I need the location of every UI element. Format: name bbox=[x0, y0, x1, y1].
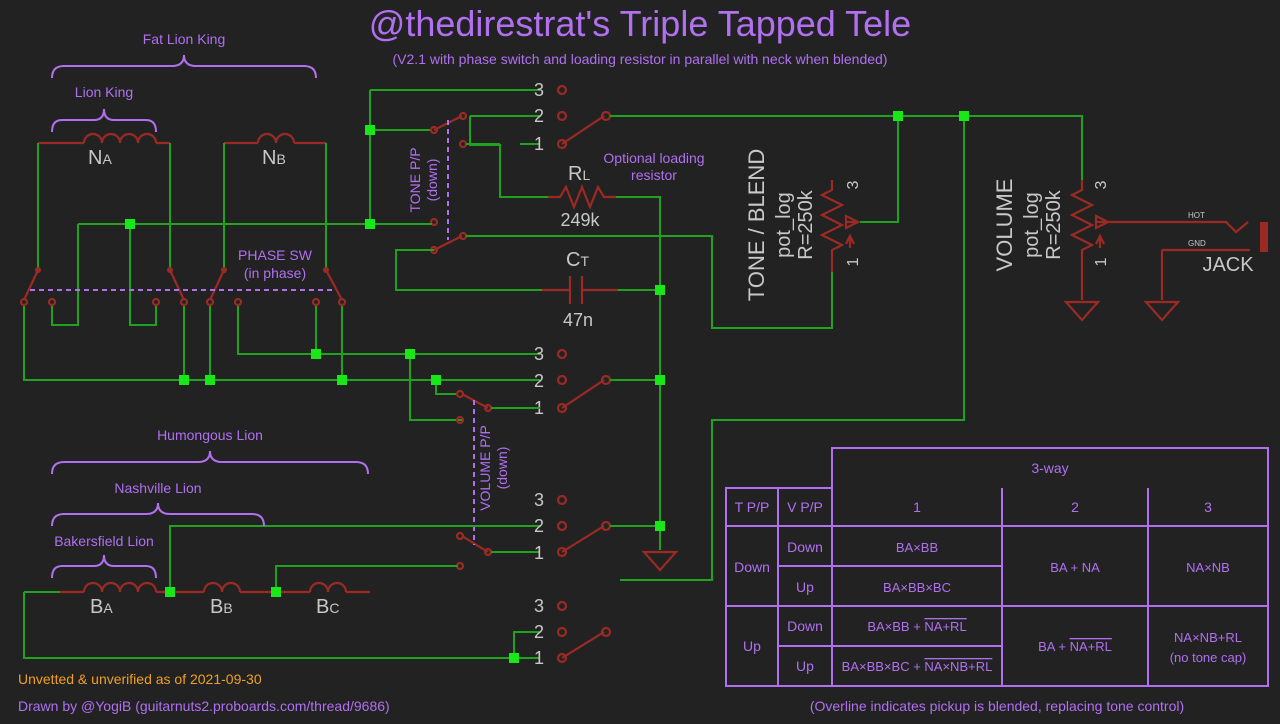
brace-nashville-lion bbox=[51, 502, 265, 527]
three-way-switch-low[interactable] bbox=[169, 494, 660, 592]
label-humongous-lion: Humongous Lion bbox=[157, 427, 263, 443]
three-way-switch-top[interactable] bbox=[369, 84, 964, 224]
table-cell-ud1: BA×BB + NA+RL bbox=[867, 619, 966, 634]
table-header-pos2: 2 bbox=[1071, 499, 1079, 515]
table-cell-dd1: BA×BB bbox=[896, 540, 938, 555]
volume-pot-value: R=250k bbox=[1043, 189, 1065, 259]
table-cell-u3-line2: (no tone cap) bbox=[1170, 650, 1247, 665]
coil-bb-label: BB bbox=[210, 596, 233, 618]
table-vpp-up-1: Up bbox=[796, 579, 814, 595]
table-tpp-up: Up bbox=[743, 638, 761, 654]
brace-bakersfield-lion bbox=[51, 554, 157, 579]
label-nashville-lion: Nashville Lion bbox=[114, 480, 201, 496]
brace-lion-king bbox=[51, 108, 157, 133]
label-bakersfield-lion: Bakersfield Lion bbox=[54, 533, 154, 549]
volume-pot-type: pot_log bbox=[1021, 192, 1043, 258]
three-way-switch-mid[interactable] bbox=[409, 348, 660, 421]
overline-note: (Overline indicates pickup is blended, r… bbox=[810, 698, 1184, 714]
table-cell-d3: NA×NB bbox=[1186, 560, 1230, 575]
volume-pot-label: VOLUME bbox=[992, 179, 1017, 272]
sw-top-pos2: 2 bbox=[534, 106, 544, 126]
table-vpp-down-1: Down bbox=[787, 539, 823, 555]
table-cell-d2: BA + NA bbox=[1050, 560, 1100, 575]
credit-note: Drawn by @YogiB (guitarnuts2.proboards.c… bbox=[18, 698, 390, 714]
table-cell-u2: BA + NA+RL bbox=[1038, 639, 1112, 654]
table-vpp-down-2: Down bbox=[787, 618, 823, 634]
table-vpp-up-2: Up bbox=[796, 658, 814, 674]
coil-ba-label: BA bbox=[90, 596, 113, 618]
table-header-vpp: V P/P bbox=[787, 499, 823, 515]
table-header-pos3: 3 bbox=[1204, 499, 1212, 515]
junctions bbox=[125, 111, 969, 663]
truth-table bbox=[725, 447, 1269, 687]
phase-switch-label: PHASE SW bbox=[238, 247, 313, 263]
table-cell-uu1: BA×BB×BC + NA×NB+RL bbox=[842, 659, 993, 674]
coil-nb-label: NB bbox=[262, 147, 286, 169]
sw-top-pos3: 3 bbox=[534, 80, 544, 100]
label-fat-lion-king: Fat Lion King bbox=[143, 31, 226, 47]
status-note: Unvetted & unverified as of 2021-09-30 bbox=[18, 671, 262, 687]
page-subtitle: (V2.1 with phase switch and loading resi… bbox=[393, 51, 888, 67]
rl-value: 249k bbox=[560, 210, 600, 230]
sw-low-pos1: 1 bbox=[534, 543, 544, 563]
brace-fat-lion-king bbox=[51, 54, 317, 79]
jack-label: JACK bbox=[1202, 254, 1254, 276]
coil-bb bbox=[170, 581, 276, 594]
page-title: @thedirestrat's Triple Tapped Tele bbox=[369, 3, 911, 44]
phase-switch-sublabel: (in phase) bbox=[244, 265, 306, 281]
tone-capacitor bbox=[542, 276, 660, 304]
coil-bc-label: BC bbox=[316, 596, 339, 618]
table-cell-du1: BA×BB×BC bbox=[883, 580, 951, 595]
sw-mid-pos2: 2 bbox=[534, 371, 544, 391]
tone-pot-type: pot_log bbox=[773, 192, 795, 258]
sw-bot-pos2: 2 bbox=[534, 622, 544, 642]
volume-feed-wire bbox=[620, 116, 965, 581]
volume-pot[interactable] bbox=[964, 115, 1120, 322]
loading-resistor bbox=[548, 184, 661, 290]
tone-pot-value: R=250k bbox=[795, 189, 817, 259]
table-header-pos1: 1 bbox=[913, 499, 921, 515]
sw-low-pos3: 3 bbox=[534, 490, 544, 510]
volume-pot-pin1: 1 bbox=[1093, 257, 1110, 266]
sw-top-pos1: 1 bbox=[534, 134, 544, 154]
table-header-3way: 3-way bbox=[1031, 460, 1068, 476]
volume-pp-label: VOLUME P/P bbox=[477, 425, 493, 511]
coil-na-label: NA bbox=[88, 147, 112, 169]
ct-value: 47n bbox=[563, 310, 593, 330]
three-way-switch-bottom[interactable] bbox=[23, 565, 612, 664]
table-tpp-down: Down bbox=[734, 559, 770, 575]
sw-bot-pos1: 1 bbox=[534, 648, 544, 668]
coil-na bbox=[38, 132, 170, 145]
table-cell-u3-line1: NA×NB+RL bbox=[1174, 630, 1242, 645]
volume-pp-sublabel: (down) bbox=[494, 447, 510, 490]
brace-humongous-lion bbox=[51, 450, 369, 475]
tone-pot-pin1: 1 bbox=[845, 257, 862, 266]
table-header-tpp: T P/P bbox=[735, 499, 770, 515]
volume-pot-pin3: 3 bbox=[1093, 180, 1110, 189]
coil-bc bbox=[276, 581, 370, 594]
tone-pp-switch[interactable] bbox=[370, 111, 833, 329]
output-jack[interactable] bbox=[1120, 220, 1268, 322]
tone-pot-pin3: 3 bbox=[845, 180, 862, 189]
ct-name: CT bbox=[566, 249, 589, 271]
coil-ba bbox=[24, 581, 170, 594]
coil-nb bbox=[224, 132, 326, 145]
tone-blend-pot[interactable] bbox=[819, 116, 899, 272]
rl-note-line1: Optional loading bbox=[603, 150, 704, 166]
rl-note-line2: resistor bbox=[631, 167, 677, 183]
phase-switch[interactable] bbox=[19, 267, 347, 307]
rl-name: RL bbox=[568, 163, 590, 185]
sw-mid-pos3: 3 bbox=[534, 344, 544, 364]
tone-pp-sublabel: (down) bbox=[424, 159, 440, 202]
jack-hot-label: HOT bbox=[1188, 211, 1205, 220]
sw-low-pos2: 2 bbox=[534, 516, 544, 536]
label-lion-king: Lion King bbox=[75, 84, 133, 100]
ground-symbol-main bbox=[641, 550, 679, 572]
tone-pp-label: TONE P/P bbox=[407, 147, 423, 212]
tone-pot-label: TONE / BLEND bbox=[744, 149, 769, 301]
sw-bot-pos3: 3 bbox=[534, 596, 544, 616]
volume-pp-switch[interactable] bbox=[435, 380, 540, 571]
jack-gnd-label: GND bbox=[1188, 239, 1206, 248]
